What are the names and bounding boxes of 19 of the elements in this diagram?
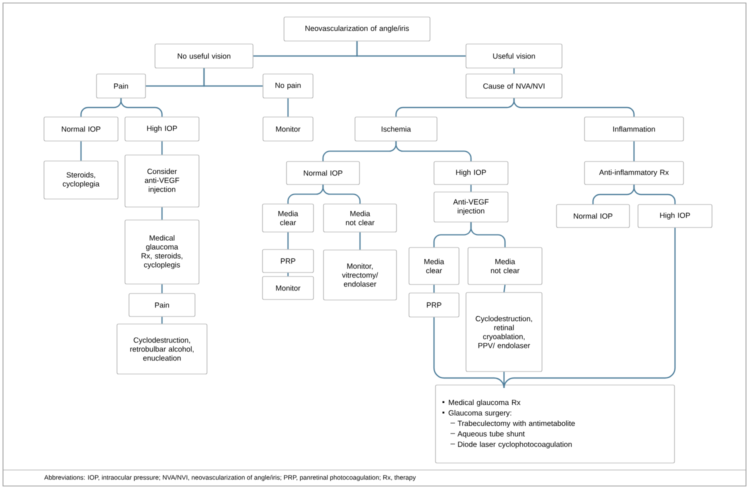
connector-line: [513, 68, 515, 74]
connector-line: [161, 207, 163, 220]
connector-line: [203, 68, 263, 87]
connector-line: [470, 184, 472, 192]
connector-line: [161, 284, 163, 294]
connector-line: [633, 141, 635, 162]
connector-line: [161, 316, 163, 324]
connector-line: [356, 41, 466, 57]
connector-line: [503, 228, 676, 389]
connector-line: [287, 232, 289, 250]
connector-line: [503, 284, 506, 292]
connector-line: [287, 272, 289, 276]
connector-line: [503, 372, 505, 385]
connector-line: [161, 141, 163, 155]
connector-line: [359, 232, 361, 250]
connector-line: [80, 141, 82, 161]
connector-line: [433, 317, 505, 389]
connector-line: [433, 284, 435, 293]
connector-line: [287, 98, 289, 117]
